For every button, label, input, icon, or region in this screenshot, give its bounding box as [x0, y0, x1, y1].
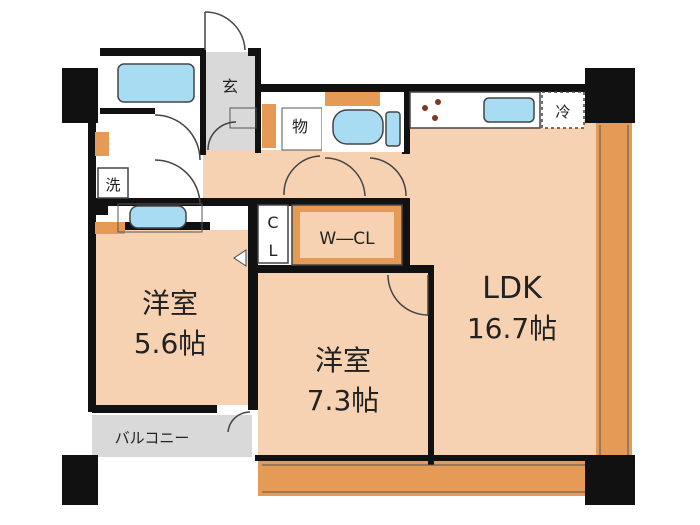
kitchen-sink-icon: [483, 97, 535, 123]
wall-bath-mid: [100, 108, 155, 114]
western-room-1-name: 洋室: [142, 287, 198, 320]
wall-top-kitchen: [400, 84, 590, 92]
western-room-2-size: 7.3帖: [307, 384, 380, 417]
closet-cl-box: [257, 204, 289, 264]
laundry-box: [97, 167, 129, 199]
entrance-inner-arc: [207, 121, 237, 151]
walk-in-closet-inner: [300, 212, 394, 258]
wall-wash-bottom: [96, 198, 208, 206]
wall-room2-top: [258, 265, 428, 273]
accent-orange-left-1: [95, 132, 109, 156]
wall-top-entrance: [248, 48, 258, 56]
wall-room1-bottom: [92, 405, 217, 413]
room2-door-arc: [387, 274, 429, 316]
bathtub-icon: [117, 63, 195, 103]
ldk-floor: [408, 120, 596, 465]
walk-in-closet-label: W―CL: [319, 229, 375, 249]
balcony-label: バルコニー: [115, 429, 190, 447]
ldk-size: 16.7帖: [467, 312, 557, 345]
western-room-2-name: 洋室: [315, 344, 371, 377]
wall-left: [88, 120, 96, 412]
wc-door-arc: [324, 157, 366, 197]
entrance-door-arc: [204, 11, 246, 51]
balcony-door-arc: [227, 411, 251, 433]
wall-entrance-right: [255, 48, 261, 153]
wall-top-bath: [100, 48, 205, 56]
stove-burner-icon: [422, 105, 428, 111]
stove-burner-icon: [435, 99, 441, 105]
western-room-1-floor: [95, 230, 250, 405]
wall-room2-right: [428, 265, 434, 465]
wall-top-wc: [258, 84, 408, 92]
wc-accent: [325, 92, 380, 106]
wall-pillar-top-right: [585, 68, 635, 123]
balcony-strip-bottom: [258, 460, 590, 496]
washbasin-icon: [129, 205, 187, 229]
entrance-label: 玄: [222, 77, 238, 96]
wall-wcl-right: [402, 198, 410, 273]
fridge-label: 冷: [555, 103, 570, 121]
balcony-left-floor: [92, 415, 252, 457]
wall-corridor-bottom: [200, 198, 410, 206]
closet-l-label: L: [269, 241, 278, 260]
wall-wc-right: [402, 84, 410, 154]
entrance-shoe-step: [229, 107, 257, 129]
closet-c-label: C: [267, 213, 278, 232]
washbasin-counter: [117, 203, 203, 233]
bath-door-arc: [154, 114, 201, 161]
wall-pillar-bottom-left: [62, 455, 98, 505]
western-room-1-size: 5.6帖: [134, 327, 207, 360]
ldk-door-arc: [369, 157, 407, 197]
stove-burner-icon: [432, 115, 438, 121]
wall-small-block: [96, 205, 108, 215]
storage-door-arc: [283, 155, 321, 196]
storage-label: 物: [292, 117, 308, 136]
laundry-label: 洗: [105, 176, 120, 194]
fridge-box: [541, 91, 585, 129]
wall-room1-right: [248, 205, 258, 410]
storage-accent: [262, 104, 276, 148]
ldk-name: LDK: [482, 271, 543, 306]
toilet-tank-icon: [332, 109, 384, 145]
wall-room2-bottom: [255, 455, 590, 461]
room1-door-marker: [233, 249, 247, 267]
wash-door-arc: [154, 159, 201, 206]
wc-sink-icon: [385, 111, 401, 147]
balcony-strip-right: [596, 120, 632, 465]
corridor-floor: [200, 150, 410, 202]
wall-bath-right: [200, 50, 206, 155]
wall-pillar-bottom-right: [585, 455, 635, 505]
wall-pillar-top-left: [62, 68, 98, 123]
